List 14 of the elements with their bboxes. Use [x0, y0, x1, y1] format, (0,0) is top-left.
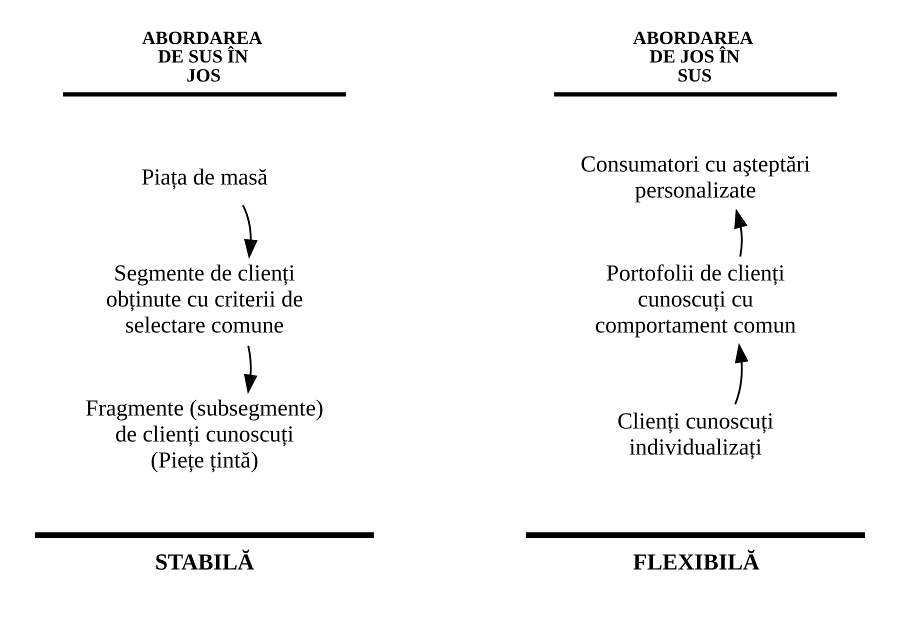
node-text: Fragmente (subsegmente) de clienți cunoscuți (Piețe țintă): [85, 396, 323, 472]
node-text: Portofolii de clienți cunoscuți cu comportament comun: [594, 260, 796, 338]
node-text: Piața de masă: [140, 164, 268, 190]
node-text: Segmente de clienți obținute cu criterii de selectare comune: [105, 260, 303, 338]
label: ABORDAREA DE SUS ÎN JOS: [142, 28, 262, 86]
arrow: [734, 208, 747, 257]
arrow: [734, 342, 748, 405]
node-text: Consumatori cu aşteptări personalizate: [580, 152, 810, 202]
node-text: Clienți cunoscuți individualizați: [616, 408, 774, 460]
label: ABORDAREA DE JOS ÎN SUS: [632, 28, 753, 86]
label: FLEXIBILĂ: [632, 549, 759, 574]
label: STABILĂ: [154, 549, 254, 574]
arrow: [242, 204, 258, 260]
arrow: [243, 346, 257, 394]
